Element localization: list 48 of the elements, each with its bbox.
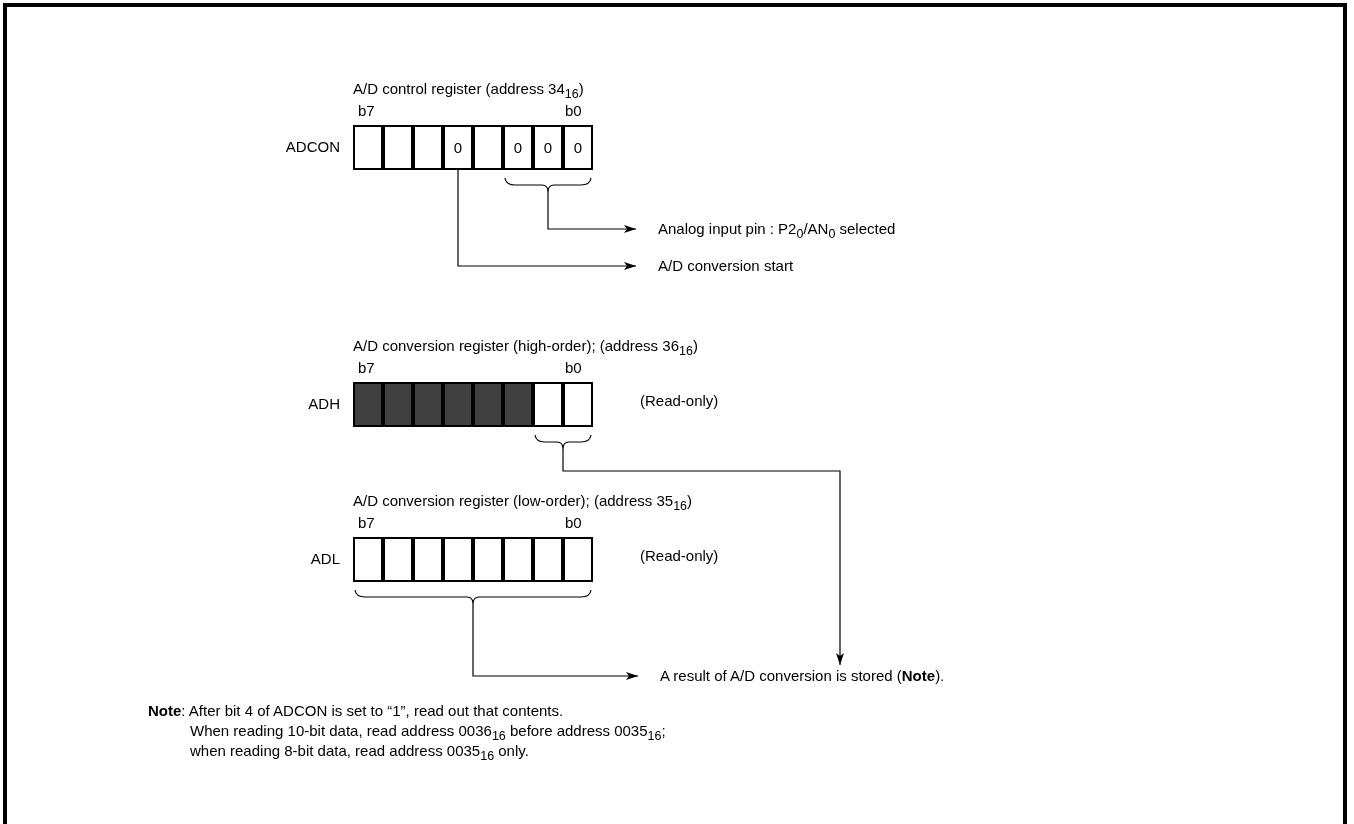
bit-cell	[353, 537, 383, 582]
bit-cell	[473, 537, 503, 582]
access-note: (Read-only)	[640, 392, 719, 410]
brace-arrow	[534, 434, 844, 666]
bit-cell: 0	[503, 125, 533, 170]
bit-cell: 0	[563, 125, 593, 170]
bit-cell	[503, 382, 533, 427]
register-title: A/D control register (address 34$_{16}$)	[353, 80, 584, 103]
bit-cell	[563, 537, 593, 582]
function-label: Analog input pin : P2$_{0}$/AN$_{0}$ selected	[658, 220, 896, 243]
footnote: when reading 8-bit data, read address 0035$_{16}$ only.	[190, 742, 529, 765]
bit-number-label: b7	[358, 102, 375, 120]
bit-cell	[383, 382, 413, 427]
leader-arrow	[457, 169, 637, 270]
brace-arrow	[354, 589, 639, 680]
register-title: A/D conversion register (high-order); (address 36$_{16}$)	[353, 337, 698, 360]
register-name: ADL	[310, 550, 340, 568]
bit-cell	[383, 125, 413, 170]
bit-number-label: b0	[565, 359, 582, 377]
access-note: (Read-only)	[640, 547, 719, 565]
register-name: ADCON	[285, 138, 340, 156]
bit-cell	[473, 125, 503, 170]
bit-cell	[353, 125, 383, 170]
bit-number-label: b0	[565, 102, 582, 120]
bit-cell	[533, 537, 563, 582]
footnote: When reading 10-bit data, read address 0036$_{16}$ before address 0035$_{16}$;	[190, 722, 666, 745]
bit-cell	[383, 537, 413, 582]
bit-cell	[533, 382, 563, 427]
bit-cell	[503, 537, 533, 582]
brace-arrow	[504, 177, 637, 233]
bit-cell	[413, 382, 443, 427]
bit-number-label: b0	[565, 514, 582, 532]
bit-number-label: b7	[358, 359, 375, 377]
bit-cell	[413, 125, 443, 170]
footnote: Note: After bit 4 of ADCON is set to “1”, read out that contents.	[148, 702, 564, 720]
bit-cell	[413, 537, 443, 582]
function-label: A result of A/D conversion is stored (Note).	[660, 667, 945, 685]
bit-number-label: b7	[358, 514, 375, 532]
bit-cell: 0	[533, 125, 563, 170]
bit-cell	[443, 537, 473, 582]
function-label: A/D conversion start	[658, 257, 794, 275]
bit-cell	[563, 382, 593, 427]
register-title: A/D conversion register (low-order); (address 35$_{16}$)	[353, 492, 693, 515]
bit-cell	[353, 382, 383, 427]
bit-cell	[443, 382, 473, 427]
register-name: ADH	[308, 395, 340, 413]
bit-cell	[473, 382, 503, 427]
bit-cell: 0	[443, 125, 473, 170]
